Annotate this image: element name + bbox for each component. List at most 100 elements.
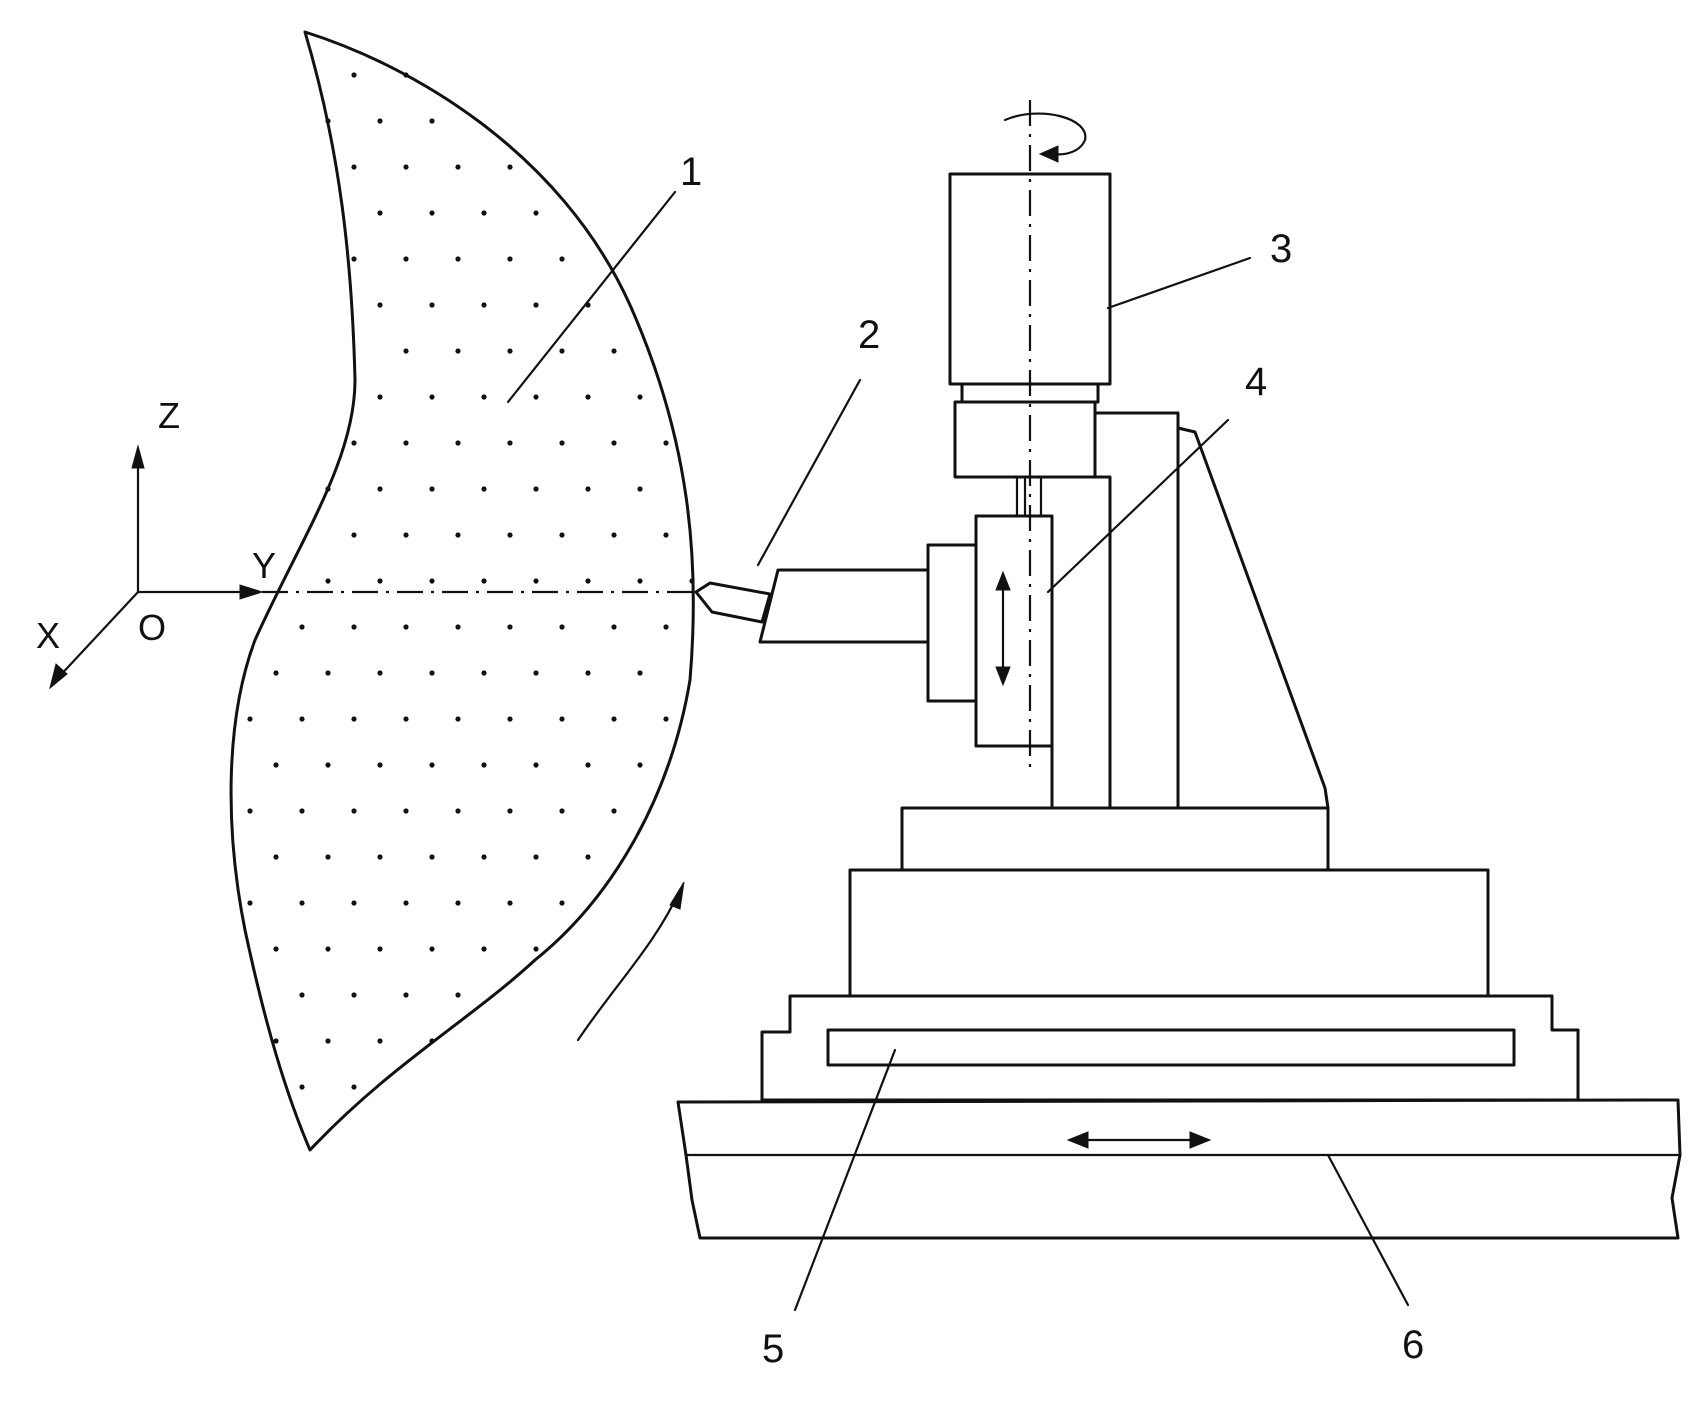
workpiece-dot [481, 854, 487, 860]
workpiece-dot [481, 210, 487, 216]
workpiece-dot [429, 302, 435, 308]
y-axis-arrowhead [239, 584, 264, 600]
workpiece-dot [611, 624, 617, 630]
workpiece-dot [299, 992, 305, 998]
horizontal-guide-rail [826, 1028, 1516, 1067]
workpiece-dot [585, 854, 591, 860]
cutting-tool [694, 543, 978, 703]
workpiece-dot [429, 210, 435, 216]
workpiece-dot [299, 808, 305, 814]
workpiece-dot [559, 716, 565, 722]
tool-holder [926, 543, 978, 703]
column-upper-arm [1093, 411, 1180, 810]
workpiece-dot [507, 716, 513, 722]
z-axis-label: Z [158, 395, 180, 436]
workpiece-dot [663, 624, 669, 630]
workpiece-dot [507, 348, 513, 354]
workpiece-dot [559, 900, 565, 906]
workpiece-dot [481, 394, 487, 400]
workpiece-dot [429, 486, 435, 492]
workpiece-dot [377, 854, 383, 860]
workpiece-dot [611, 440, 617, 446]
workpiece-dot [351, 716, 357, 722]
workpiece-dot [455, 716, 461, 722]
workpiece-dot [559, 348, 565, 354]
workpiece-dot [585, 578, 591, 584]
workpiece-dot [455, 532, 461, 538]
workpiece-dot [325, 486, 331, 492]
machine-bed [676, 1098, 1682, 1240]
rotation-arrow-curve [576, 888, 682, 1042]
workpiece-dot [663, 440, 669, 446]
workpiece-dot [351, 992, 357, 998]
workpiece-dot [377, 670, 383, 676]
workpiece-dot [273, 670, 279, 676]
workpiece-dot [377, 578, 383, 584]
workpiece-dot [377, 302, 383, 308]
workpiece-dot [559, 808, 565, 814]
workpiece-dot [533, 946, 539, 952]
workpiece-dot [637, 578, 643, 584]
workpiece-dot [637, 486, 643, 492]
workpiece-dot [455, 992, 461, 998]
workpiece-dot [455, 440, 461, 446]
workpiece-dot [325, 1038, 331, 1044]
bed-outline [676, 1098, 1682, 1240]
workpiece-dot [559, 440, 565, 446]
workpiece-dot [429, 1038, 435, 1044]
x-axis-arrowhead [49, 663, 68, 690]
label-part-3: 3 [1270, 227, 1292, 271]
workpiece-dot [377, 486, 383, 492]
workpiece-dot [533, 762, 539, 768]
workpiece-dot [351, 256, 357, 262]
workpiece-dot [455, 900, 461, 906]
leader-line-2 [756, 378, 862, 567]
base-middle-block [848, 868, 1490, 998]
workpiece-dot [351, 532, 357, 538]
workpiece-dot [507, 440, 513, 446]
workpiece-dot [299, 1084, 305, 1090]
x-axis-label: X [36, 615, 60, 656]
workpiece-dot [481, 486, 487, 492]
workpiece-dot [637, 762, 643, 768]
workpiece-dot [429, 578, 435, 584]
column-inner-wall [1050, 475, 1112, 810]
motor-mount [953, 400, 1097, 479]
x-axis-line [54, 590, 140, 682]
machine-column [1050, 411, 1330, 810]
workpiece-dot [299, 900, 305, 906]
workpiece-dot [585, 762, 591, 768]
workpiece-dot [325, 762, 331, 768]
bed-right-arrowhead [1189, 1131, 1212, 1149]
leader-line-3 [1106, 256, 1252, 310]
y-axis-label: Y [252, 545, 276, 586]
workpiece-dot [663, 716, 669, 722]
workpiece-dot [637, 670, 643, 676]
spindle-rotation-arrowhead [1038, 145, 1059, 163]
workpiece-dot [533, 486, 539, 492]
workpiece-dot [403, 624, 409, 630]
workpiece-dot [429, 854, 435, 860]
leader-lines [506, 190, 1410, 1312]
workpiece-dot [507, 532, 513, 538]
workpiece-dot [533, 578, 539, 584]
workpiece-dot [299, 716, 305, 722]
workpiece-dot [325, 854, 331, 860]
workpiece-dot [611, 532, 617, 538]
workpiece-dot [585, 394, 591, 400]
workpiece-dot [325, 118, 331, 124]
workpiece-dot [455, 624, 461, 630]
workpiece-rotation-arrow [576, 881, 685, 1042]
workpiece-dot [403, 716, 409, 722]
workpiece-outline [229, 30, 695, 1152]
workpiece-dot-pattern [247, 72, 695, 1090]
workpiece-dot [455, 256, 461, 262]
workpiece-dot [455, 348, 461, 354]
workpiece-dot [325, 670, 331, 676]
workpiece-dot [325, 946, 331, 952]
workpiece-dot [689, 578, 695, 584]
workpiece-dot [403, 900, 409, 906]
workpiece-dot [325, 578, 331, 584]
workpiece-dot [429, 394, 435, 400]
